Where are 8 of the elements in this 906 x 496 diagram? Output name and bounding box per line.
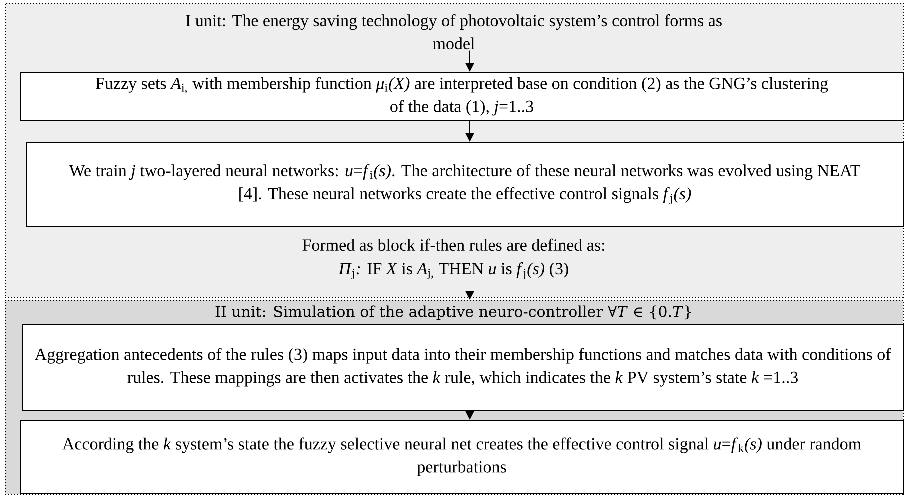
unit-heading: I unit: The energy saving technology of photovoltaic system’s control forms as model [186,14,722,50]
unit-heading: II unit: Simulation of the adaptive neuro-controller ∀T ∈ {0.T} [216,306,692,320]
text-box: According the k system’s state the fuzzy selective neural net creates the effective control signal u=f$_{k}$(s) under random perturbations [20,420,904,494]
text-box: We trainj two-layered neural networks: u=f$_{i}$(s). The architecture of these neural networks was evolved using NEAT [4]. These neural networks create the effective control signals f$_{j}$(s) [26,142,904,227]
text-box: Aggregation antecedents of the rules (3) maps input data into their membership functions and matches data with conditions of rules. These mappings are then activates the k rule, which indicates the k PV system’s state k =1..3 [22,324,904,411]
text-box: Fuzzy sets A$_{i,}$ with membership function μ$_{i}$(X) are interpreted base on condition (2) as the GNG’s clustering of the data (1), j=1..3 [20,72,904,121]
panel-text: Formed as block if-then rules are defined as: [302,238,604,252]
rule-text: Π$_{j}$: IF X is A$_{j,}$ THEN u is f$_{j}$(s) (3) [338,262,568,280]
